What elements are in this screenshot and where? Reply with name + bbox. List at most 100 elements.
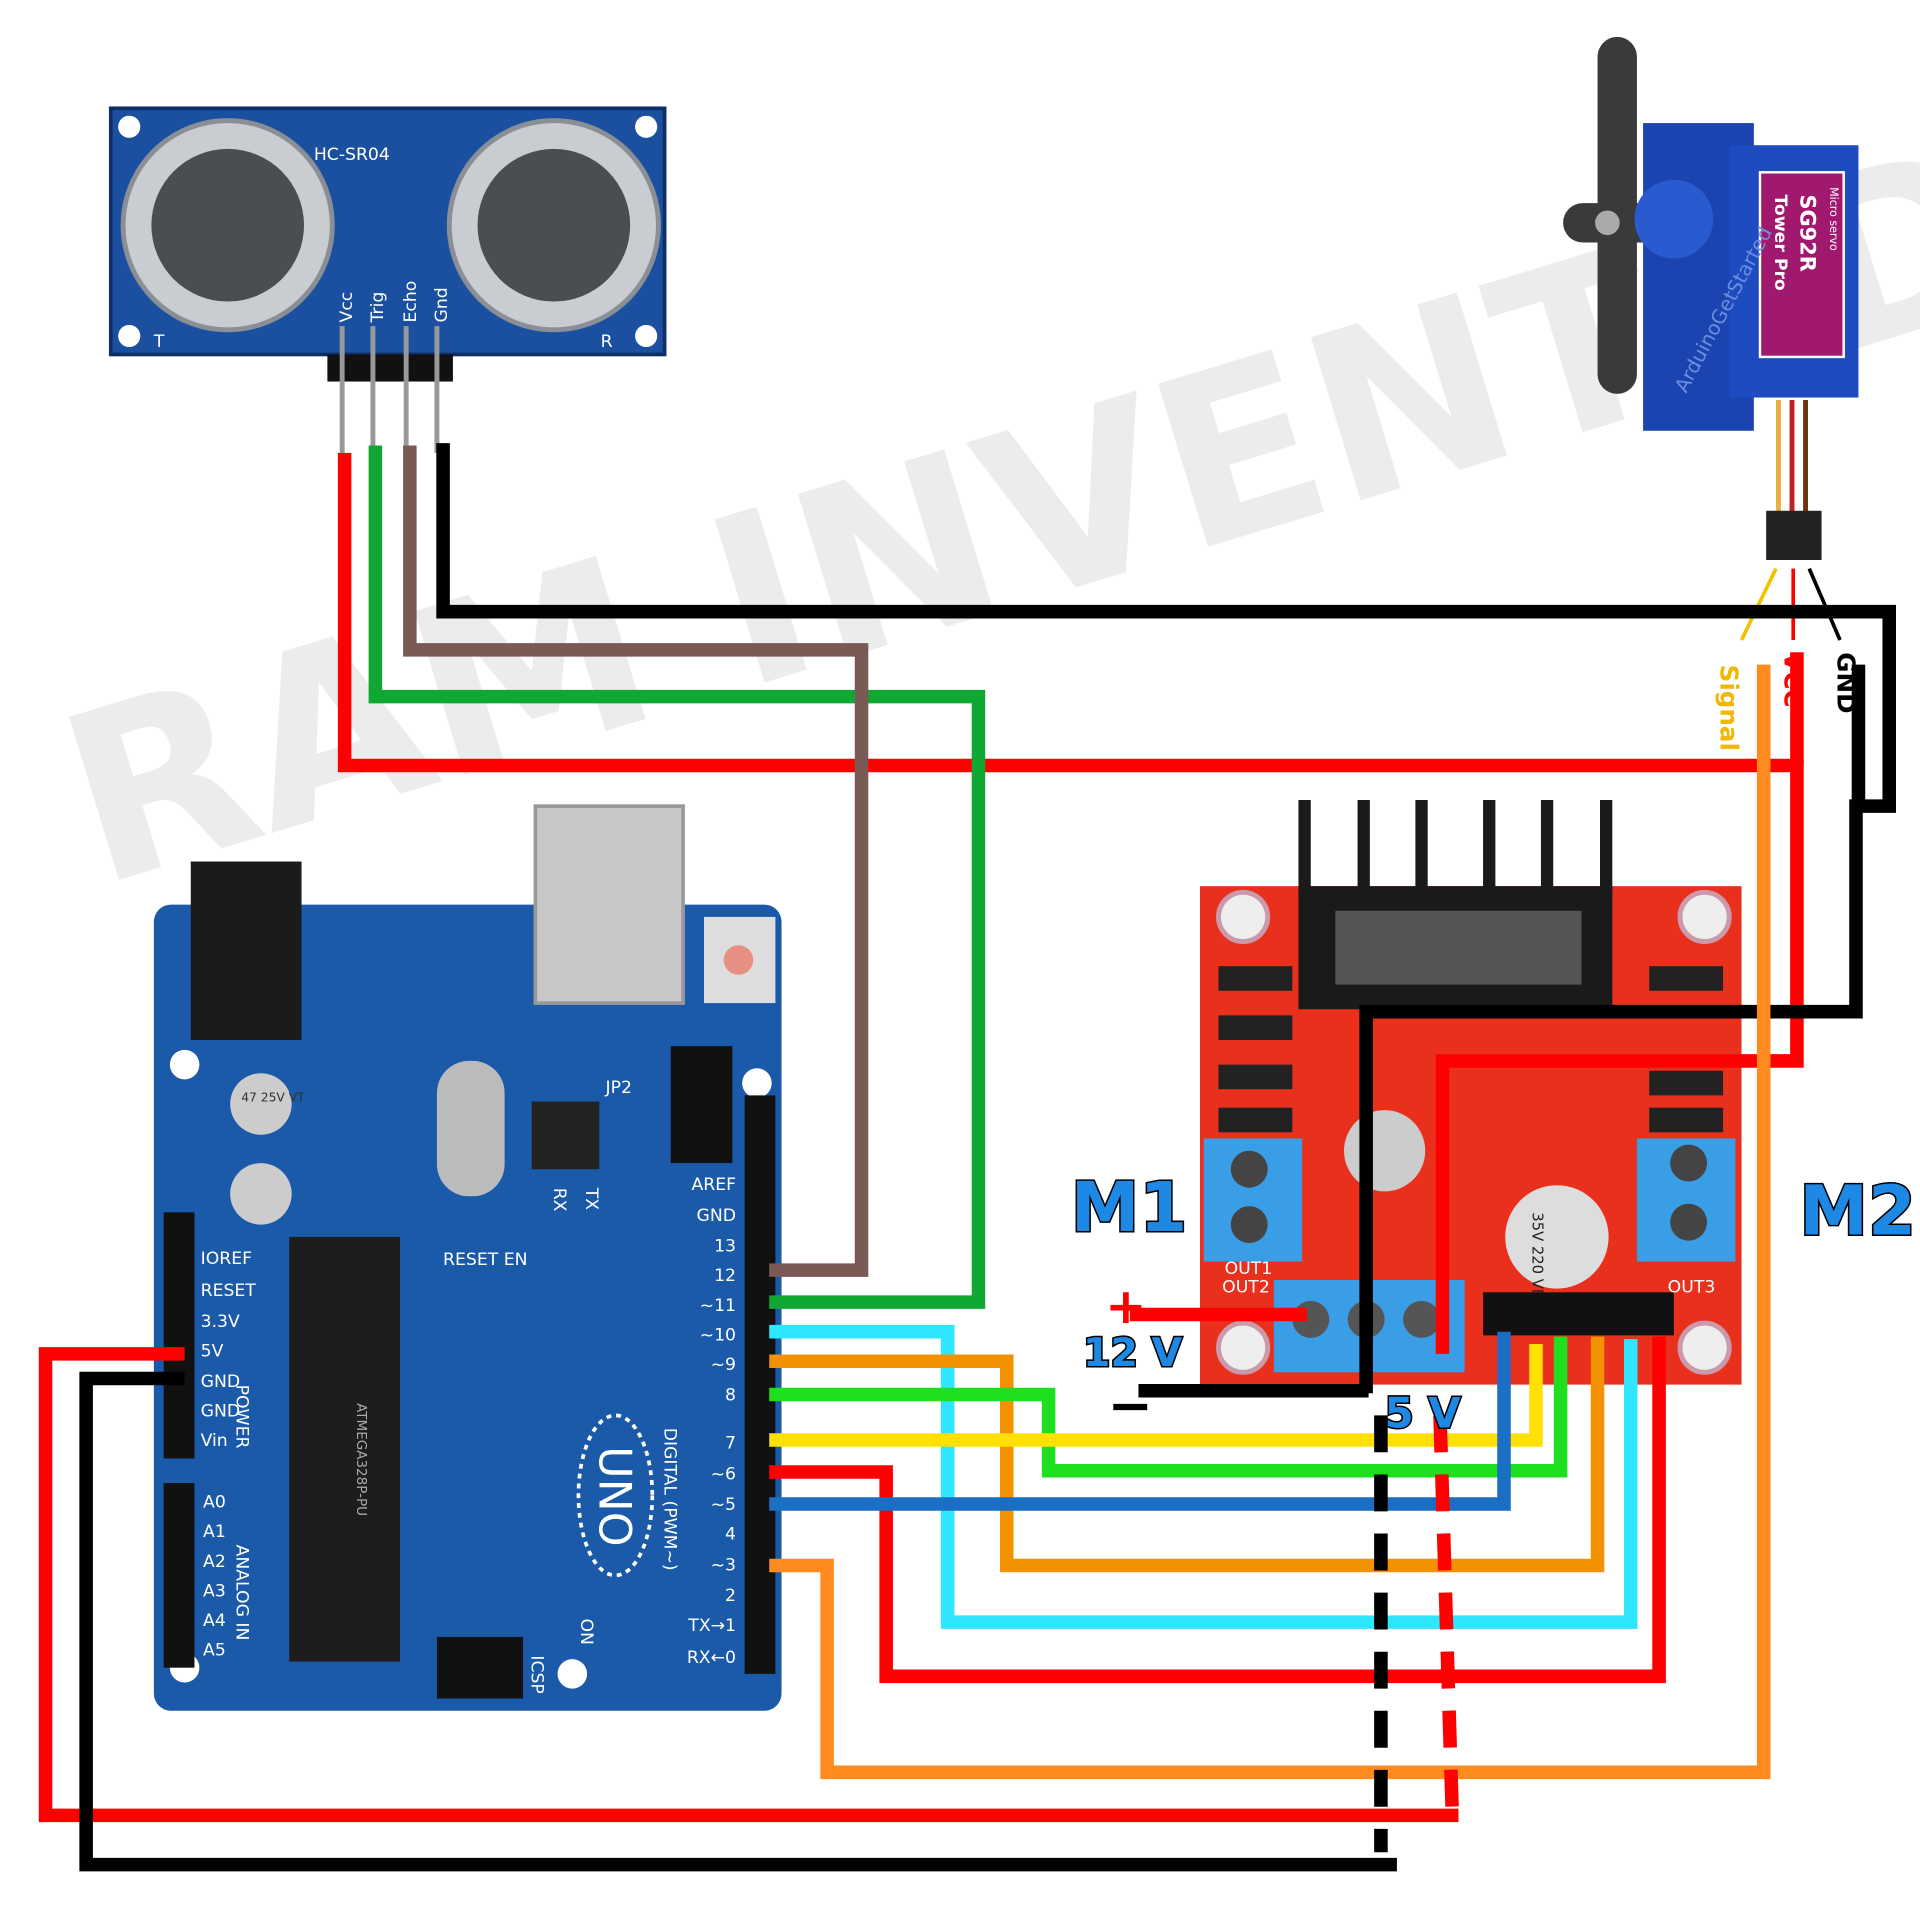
digital-header [744, 1095, 776, 1674]
digital-pin-label: 8 [725, 1386, 736, 1406]
icsp-label: ICSP [527, 1655, 547, 1693]
tx-led-label: TX [581, 1187, 601, 1211]
power-pin-label: 5V [201, 1341, 224, 1361]
jp2-label: JP2 [605, 1078, 632, 1098]
digital-pin-label: 7 [725, 1434, 736, 1454]
digital-pin-label: ~11 [700, 1296, 736, 1316]
chip-label: ATMEGA328P-PU [353, 1403, 369, 1516]
digital-pin-label: 12 [714, 1266, 736, 1286]
transmitter-icon [120, 118, 335, 333]
motor-terminal-out3-out4 [1636, 1138, 1736, 1262]
servo-model: SG92R [1796, 194, 1820, 271]
5v-supply-jumper [1433, 1415, 1460, 1816]
out3-label: OUT3 [1668, 1277, 1716, 1297]
5v-label: 5 V [1385, 1389, 1462, 1438]
digital-pin-label: 13 [714, 1237, 736, 1257]
power-pin-label: Vin [201, 1431, 228, 1451]
pin10-wire [769, 1324, 1638, 1629]
pin7-wire [769, 1344, 1543, 1447]
servo-connector [1766, 510, 1822, 560]
analog-header [163, 1483, 195, 1668]
digital-pin-label: ~6 [711, 1464, 736, 1484]
power-header [163, 1212, 195, 1459]
pin9-wire [769, 1336, 1605, 1573]
wires [38, 443, 1896, 1872]
motor-m1-label: M1 [1071, 1168, 1188, 1248]
servo-line1: Micro servo [1827, 187, 1840, 251]
digital-pin-label: RX←0 [687, 1648, 736, 1668]
sensor-gnd-wire [436, 443, 1896, 1394]
on-label: ON [576, 1618, 596, 1644]
digital-pin-label: 4 [725, 1525, 736, 1545]
icsp-header [436, 1636, 524, 1699]
motor-m2-label: M2 [1799, 1171, 1916, 1251]
power-pin-label: GND [201, 1402, 240, 1422]
analog-pin-label: A3 [203, 1581, 226, 1601]
digital-pin-label: TX→1 [687, 1616, 736, 1636]
pin3-servo-signal-wire [769, 664, 1771, 1780]
pin6-wire [769, 1336, 1666, 1684]
analog-pin-label: A1 [203, 1522, 226, 1542]
servo-signal-label: Signal [1715, 665, 1744, 751]
digital-pin-label: ~10 [700, 1325, 736, 1345]
arduino-5v-wire [38, 1347, 1459, 1823]
gnd-arrow [1807, 567, 1842, 641]
digital-pin-label: 2 [725, 1586, 736, 1606]
cap-label: 47 25V VT [241, 1091, 305, 1105]
plus-label: + [1105, 1277, 1146, 1335]
digital-pin-label: GND [697, 1206, 736, 1226]
arduino-uno-board: 47 25V VT ATMEGA328P-PU UNO DIGITAL (PWM… [153, 804, 782, 1711]
sensor-vcc-wire [337, 452, 1804, 1354]
analog-label: ANALOG IN [231, 1545, 251, 1641]
sensor-echo-wire [403, 445, 869, 1277]
out1-label: OUT1 [1225, 1259, 1273, 1279]
out2-label: OUT2 [1222, 1277, 1270, 1297]
pin5-wire [769, 1331, 1511, 1511]
signal-arrow [1739, 567, 1778, 641]
sensor-t-label: T [153, 332, 165, 352]
power-pin-label: RESET [201, 1281, 257, 1301]
driver-cap-label: 35V 220 VE [1528, 1212, 1545, 1298]
pin-label-gnd: Gnd [432, 287, 452, 322]
l298n-motor-driver: 35V 220 VE OUT1 OUT2 OUT3 [1200, 800, 1742, 1385]
atmega-chip [289, 1236, 400, 1662]
sensor-r-label: R [601, 332, 613, 352]
power-pin-label: IOREF [201, 1249, 252, 1269]
motor-terminal-out1-out2 [1203, 1138, 1303, 1262]
minus-label: − [1108, 1374, 1153, 1437]
power-pin-label: 3.3V [201, 1312, 240, 1332]
analog-pin-label: A4 [203, 1611, 226, 1631]
uno-logo: UNO [588, 1446, 639, 1546]
digital-pin-label: ~5 [711, 1495, 736, 1515]
digital-label: DIGITAL (PWM~) [660, 1428, 680, 1571]
12v-label: 12 V [1083, 1330, 1183, 1376]
pin8-wire [769, 1336, 1568, 1478]
arduino-gnd-wire [79, 1371, 1397, 1872]
usb-chip [531, 1101, 600, 1170]
dc-jack [190, 861, 302, 1040]
sensor-name: HC-SR04 [314, 145, 390, 165]
power-pin-label: GND [201, 1372, 240, 1392]
pin-label-echo: Echo [401, 281, 421, 323]
digital-pin-label: AREF [691, 1175, 736, 1195]
analog-pin-label: A5 [203, 1640, 226, 1660]
digital-pin-label: ~3 [711, 1555, 736, 1575]
crystal [436, 1060, 505, 1197]
power-label: POWER [231, 1385, 251, 1449]
analog-pin-label: A2 [203, 1552, 226, 1572]
rx-led-label: RX [549, 1188, 569, 1212]
digital-pin-label: ~9 [711, 1355, 736, 1375]
analog-pin-label: A0 [203, 1493, 226, 1513]
servo-brand: Tower Pro [1770, 194, 1790, 290]
input-header [1483, 1292, 1674, 1336]
hc-sr04-sensor: HC-SR04 T R Vcc Trig Echo Gnd [108, 106, 667, 453]
heatsink [1298, 800, 1613, 1010]
capacitor [230, 1073, 292, 1135]
sensor-trig-wire [368, 445, 986, 1309]
receiver-icon [446, 118, 661, 333]
pin-label-trig: Trig [368, 292, 388, 324]
pin-label-vcc: Vcc [337, 292, 357, 323]
usb-port [533, 804, 685, 1005]
